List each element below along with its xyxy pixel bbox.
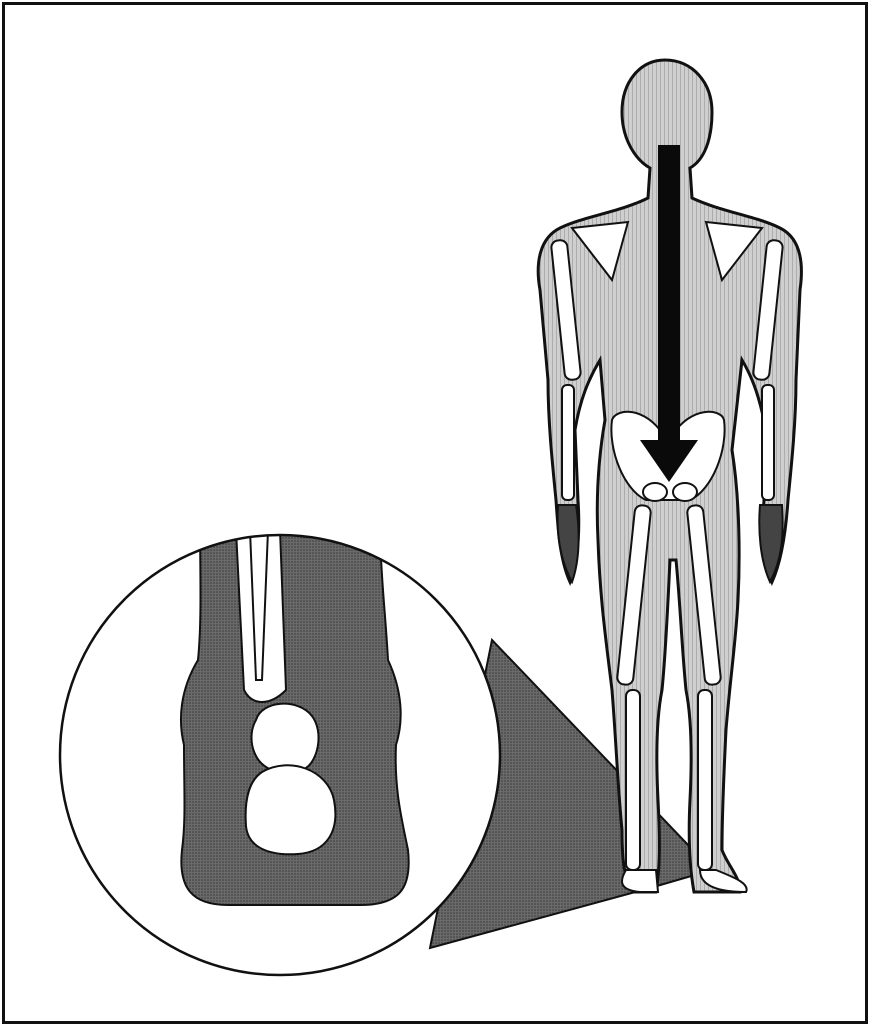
left-hand: [558, 505, 579, 582]
right-hand: [759, 505, 782, 582]
right-hip-socket: [673, 483, 697, 501]
left-hip-socket: [643, 483, 667, 501]
left-foot: [622, 870, 658, 892]
talus: [252, 704, 319, 773]
magnifier-circle: [60, 520, 500, 975]
calcaneus: [246, 765, 336, 854]
